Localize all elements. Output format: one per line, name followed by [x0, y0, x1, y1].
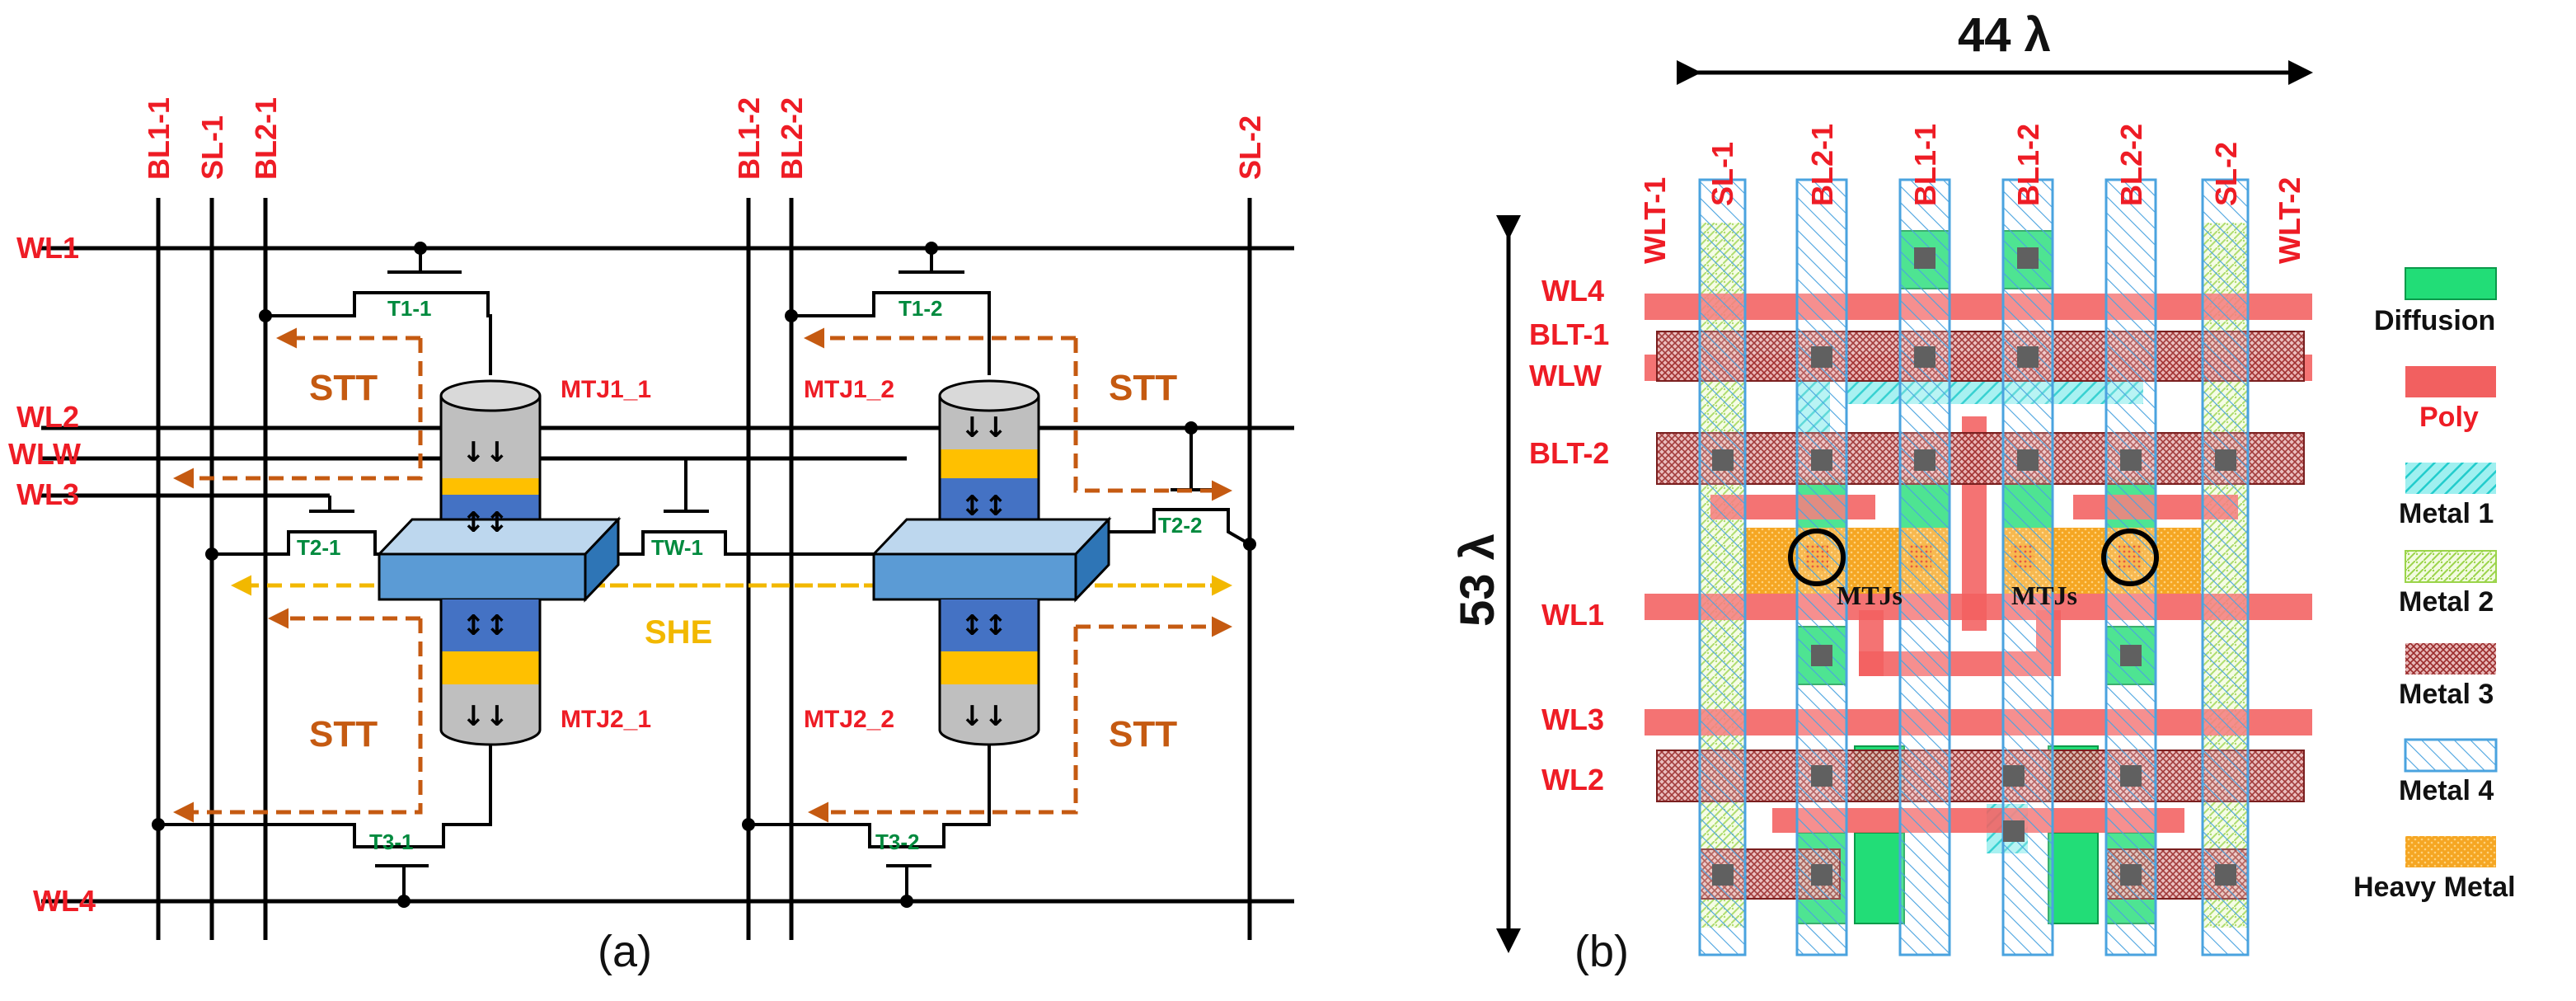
- legend-label-heavy-metal: Heavy Metal: [2353, 872, 2516, 903]
- transistor-t1-1: T1-1: [387, 296, 431, 321]
- col-label-sl-1: SL-1: [195, 115, 229, 180]
- mtj1-1-label: MTJ1_1: [561, 376, 651, 403]
- transistor-tw-1: TW-1: [651, 535, 703, 560]
- svg-text:↕↕: ↕↕: [960, 490, 1007, 523]
- stt-label-3: STT: [309, 714, 378, 754]
- mtj2-2-label: MTJ2_2: [804, 706, 894, 733]
- layout-row-blt-2: BLT-2: [1529, 436, 1609, 470]
- mtj-circle-right: [2101, 529, 2159, 586]
- legend-swatch-poly: [2405, 366, 2496, 397]
- transistor-t2-1: T2-1: [297, 535, 340, 560]
- legend: Diffusion Poly Metal 1 Metal 2 Metal 3 M…: [2353, 267, 2516, 903]
- svg-text:↕↕: ↕↕: [462, 609, 509, 642]
- panel-b: 44 λ 53 λ: [1451, 8, 2516, 976]
- transistor-t2-2: T2-2: [1158, 513, 1202, 538]
- svg-text:↓↓: ↓↓: [960, 411, 1007, 444]
- stt-paths: [173, 327, 1232, 823]
- mtj-label-left: MTJs: [1837, 580, 1903, 610]
- col-label-bl2-2: BL2-2: [775, 97, 809, 180]
- legend-label-metal1: Metal 1: [2399, 498, 2494, 529]
- height-dimension-label: 53 λ: [1451, 533, 1504, 627]
- col-label-sl-2: SL-2: [1233, 115, 1267, 180]
- panel-a: T1-1 T1-2 T2-1 TW-1 T2-2 T3-1 T3-2 STT S…: [8, 97, 1294, 976]
- svg-text:↓↓: ↓↓: [462, 436, 509, 469]
- width-dimension-label: 44 λ: [1958, 8, 2051, 62]
- layout-col-bl2-2: BL2-2: [2114, 124, 2148, 206]
- transistor-t3-1: T3-1: [369, 829, 413, 854]
- contact-vias: [1712, 247, 2236, 886]
- caption-a: (a): [598, 927, 652, 976]
- mtj-stack-2: ↓↓ ↕↕ ↕↕ ↓↓: [870, 379, 1112, 746]
- metal3-rows: [1656, 331, 2305, 900]
- mtj1-2-label: MTJ1_2: [804, 376, 894, 403]
- svg-text:↓↓: ↓↓: [462, 700, 509, 733]
- legend-label-diffusion: Diffusion: [2374, 305, 2495, 336]
- svg-text:↓↓: ↓↓: [960, 700, 1007, 733]
- svg-text:↕↕: ↕↕: [462, 506, 509, 539]
- legend-swatch-metal1: [2405, 463, 2496, 494]
- she-label: SHE: [645, 614, 712, 651]
- layout-col-bl1-2: BL1-2: [2011, 124, 2045, 206]
- legend-label-metal4: Metal 4: [2399, 775, 2494, 806]
- legend-swatch-heavy-metal: [2405, 836, 2496, 867]
- metal4-columns: [1698, 178, 2250, 956]
- mtj-stack-1: ↓↓ ↕↕ ↕↕ ↓↓: [376, 379, 622, 746]
- layout-row-wl2: WL2: [1541, 763, 1604, 797]
- col-label-bl2-1: BL2-1: [249, 97, 283, 180]
- stt-label-4: STT: [1109, 714, 1177, 754]
- stt-label-2: STT: [1109, 368, 1177, 408]
- layout-col-wlt-2: WLT-2: [2273, 177, 2306, 264]
- layout-col-sl-2: SL-2: [2209, 142, 2243, 206]
- row-label-wl3: WL3: [16, 477, 79, 511]
- layout-col-sl-1: SL-1: [1706, 142, 1739, 206]
- legend-label-poly: Poly: [2419, 402, 2479, 433]
- layout-col-wlt-1: WLT-1: [1638, 177, 1672, 264]
- mtj-circle-left: [1788, 529, 1846, 586]
- layout-row-wl1: WL1: [1541, 598, 1604, 632]
- mtj-label-right: MTJs: [2011, 580, 2077, 610]
- row-lines: [41, 246, 1294, 904]
- layout-col-bl1-1: BL1-1: [1908, 124, 1942, 206]
- legend-swatch-diffusion: [2405, 267, 2497, 300]
- legend-label-metal2: Metal 2: [2399, 586, 2494, 618]
- mtj2-1-label: MTJ2_1: [561, 706, 651, 733]
- row-label-wl4: WL4: [33, 884, 96, 918]
- legend-swatch-metal4: [2404, 738, 2498, 773]
- row-label-wlw: WLW: [8, 437, 81, 471]
- junctions: [152, 242, 1256, 908]
- legend-swatch-metal3: [2405, 643, 2496, 674]
- layout-row-wlw: WLW: [1529, 359, 1602, 392]
- transistor-t3-2: T3-2: [875, 829, 919, 854]
- layout-row-wl4: WL4: [1541, 274, 1604, 308]
- col-label-bl1-2: BL1-2: [732, 97, 766, 180]
- layout-row-blt-1: BLT-1: [1529, 317, 1609, 351]
- cell-wiring: [158, 248, 1250, 901]
- layout-col-bl2-1: BL2-1: [1805, 124, 1839, 206]
- row-label-wl2: WL2: [16, 400, 79, 434]
- svg-text:↕↕: ↕↕: [960, 609, 1007, 642]
- stt-label-1: STT: [309, 368, 378, 408]
- layout-row-wl3: WL3: [1541, 703, 1604, 736]
- row-label-wl1: WL1: [16, 231, 79, 265]
- col-label-bl1-1: BL1-1: [142, 97, 176, 180]
- legend-label-metal3: Metal 3: [2399, 679, 2494, 710]
- legend-swatch-metal2: [2405, 550, 2497, 583]
- caption-b: (b): [1574, 927, 1629, 976]
- transistor-t1-2: T1-2: [899, 296, 942, 321]
